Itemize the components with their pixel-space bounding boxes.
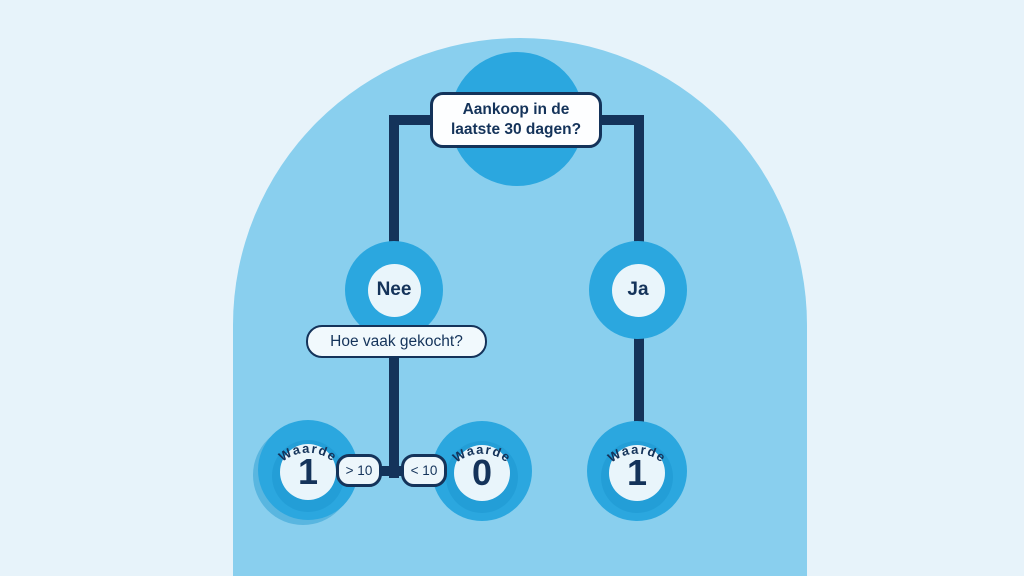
branch-label-ja: Ja [611, 263, 665, 317]
leaf-arc-label: Waarde [276, 441, 339, 465]
leaf-value: 1 [280, 444, 336, 500]
root-question-line1: Aankoop in de [462, 100, 570, 118]
leaf-node-waarde-0: 0 Waarde [432, 421, 532, 521]
branch-node-ja: Ja [589, 241, 687, 339]
condition-chip-greater-than-10: > 10 [336, 454, 382, 487]
leaf-arc-text-svg: Waarde [450, 442, 514, 466]
leaf-arc-text-svg: Waarde [276, 441, 340, 465]
leaf-value: 0 [454, 445, 510, 501]
leaf-arc-label: Waarde [450, 442, 513, 466]
root-question-box: Aankoop in de laatste 30 dagen? [430, 92, 602, 148]
connector-horizontal-bottom [350, 466, 434, 476]
condition-label-less: < 10 [410, 463, 438, 478]
sub-question-box: Hoe vaak gekocht? [306, 325, 487, 358]
root-question-line2: laatste 30 dagen? [450, 121, 582, 138]
svg-text:Waarde: Waarde [276, 441, 340, 465]
condition-label-greater: > 10 [345, 463, 373, 478]
svg-text:Waarde: Waarde [605, 442, 669, 466]
svg-text:Waarde: Waarde [450, 442, 514, 466]
branch-node-nee: Nee [345, 241, 443, 339]
condition-chip-less-than-10: < 10 [401, 454, 447, 487]
leaf-arc-text-svg: Waarde [605, 442, 669, 466]
leaf-value: 1 [609, 445, 665, 501]
leaf-arc-label: Waarde [605, 442, 668, 466]
leaf-node-waarde-1-right: 1 Waarde [587, 421, 687, 521]
sub-question-label: Hoe vaak gekocht? [330, 332, 463, 350]
branch-label-nee: Nee [367, 263, 421, 317]
